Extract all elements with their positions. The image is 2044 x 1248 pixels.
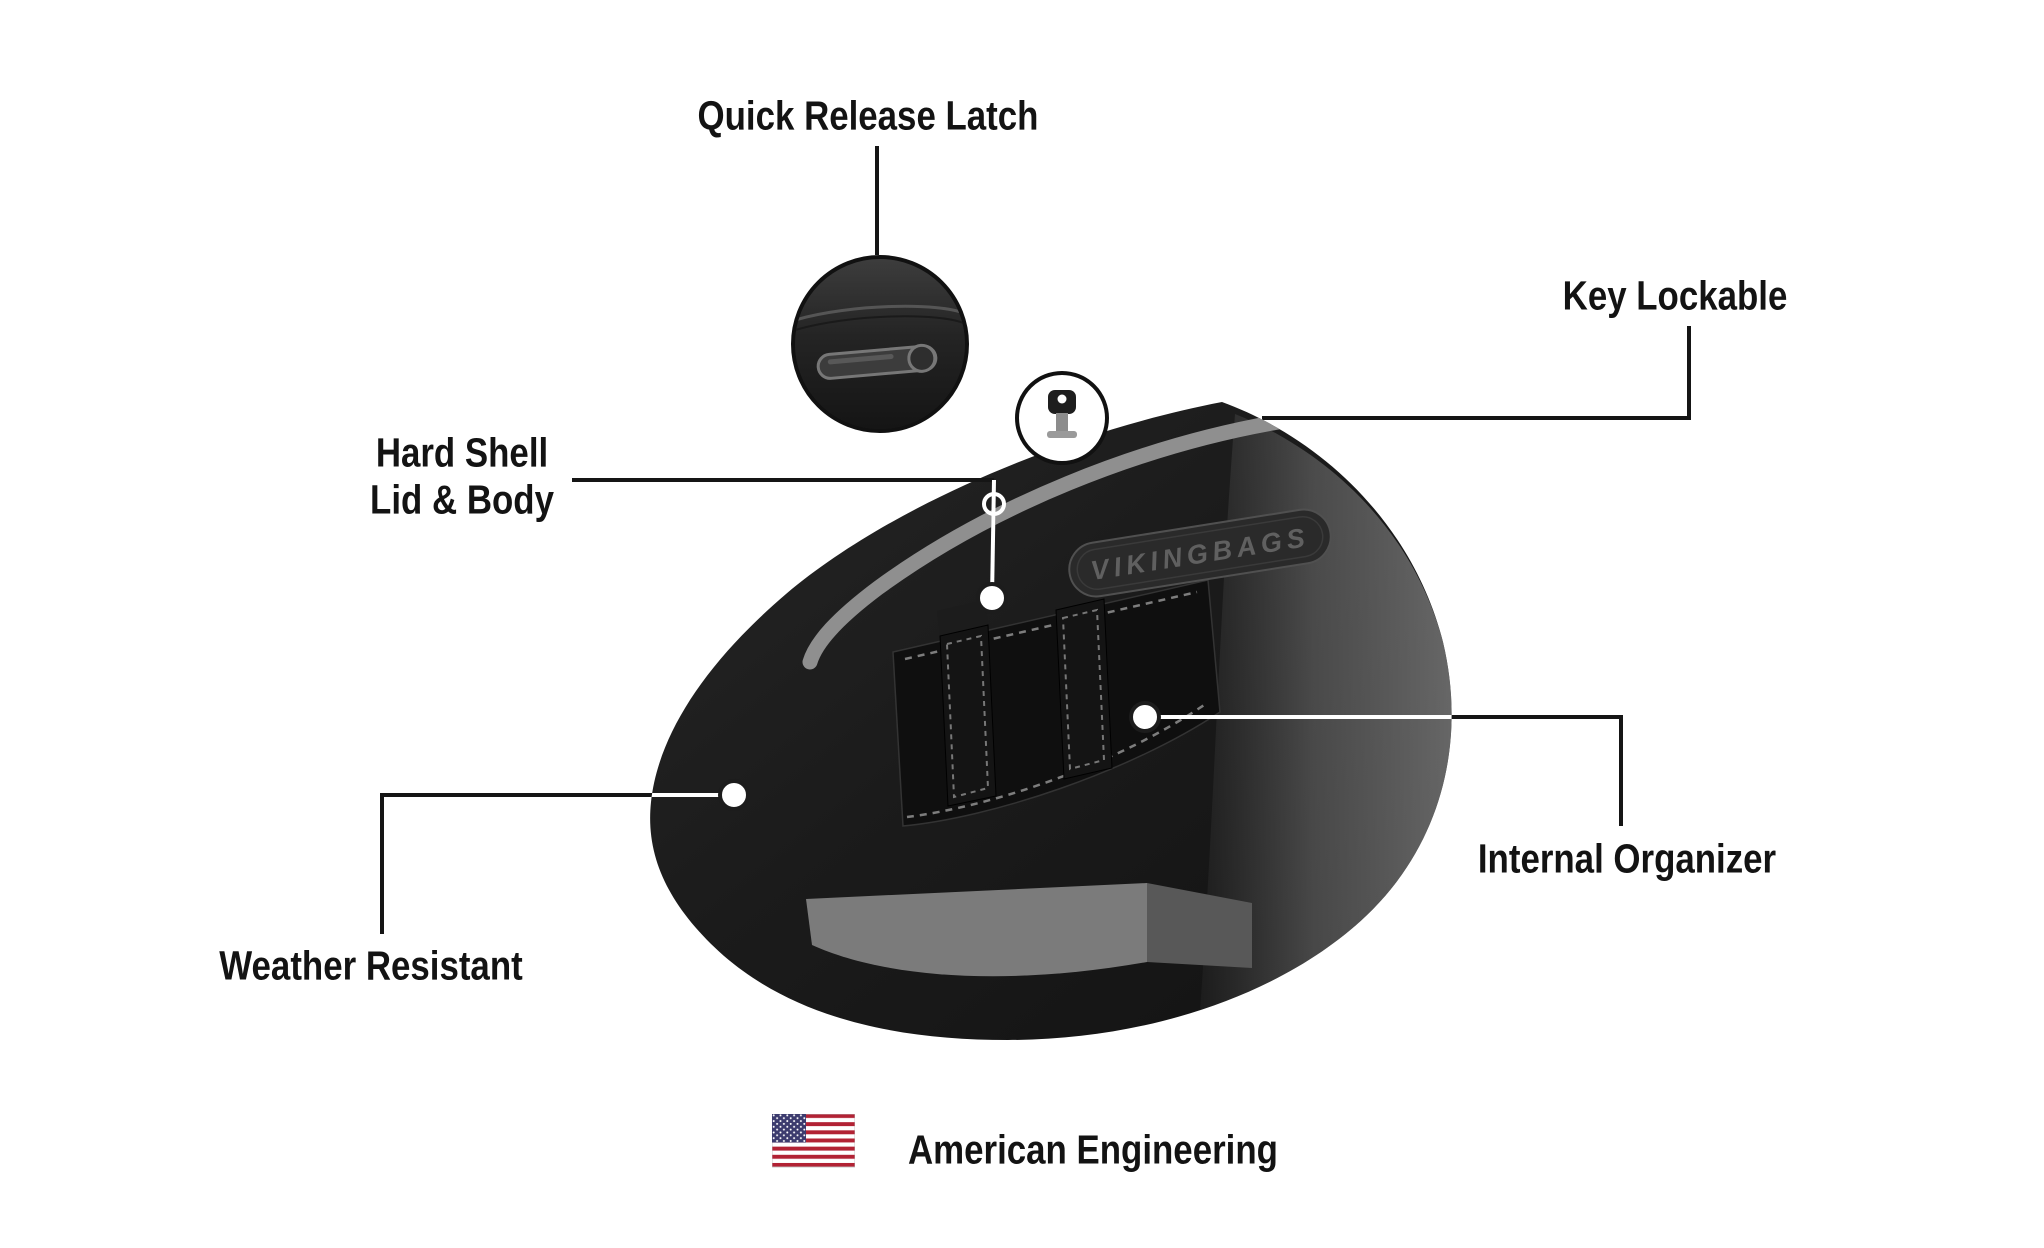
- callout-dot-internal-organizer: [1129, 701, 1161, 733]
- callout-dot-hard-shell: [976, 582, 1008, 614]
- label-hard-shell-line2: Lid & Body: [370, 476, 554, 522]
- label-weather-resistant: Weather Resistant: [219, 942, 523, 989]
- interior-bottom-band-dark: [1147, 883, 1252, 968]
- label-hard-shell: Hard Shell Lid & Body: [370, 429, 554, 522]
- interior-bottom-band: [806, 883, 1147, 977]
- organizer-stitching: [904, 590, 1208, 819]
- key-icon: [1047, 390, 1077, 438]
- callout-dots: [718, 492, 1161, 811]
- label-american-engineering: American Engineering: [908, 1126, 1278, 1173]
- latch-detail-inset: [791, 255, 969, 433]
- callout-ring-hard-shell: [982, 492, 1006, 516]
- callout-line-weather-resistant: [380, 793, 727, 934]
- internal-organizer-pockets: [892, 574, 1221, 827]
- organizer-strap: [937, 600, 997, 807]
- label-quick-release-latch: Quick Release Latch: [697, 92, 1039, 139]
- callout-line-key-lockable: [1262, 326, 1691, 420]
- label-key-lockable: Key Lockable: [1562, 272, 1788, 319]
- label-hard-shell-line1: Hard Shell: [375, 429, 549, 476]
- latch-lever-icon: [816, 343, 938, 380]
- label-internal-organizer: Internal Organizer: [1477, 835, 1777, 882]
- rim-accent-stripe: [802, 414, 1286, 670]
- us-flag-icon: [772, 1114, 855, 1168]
- saddlebag-illustration: VIKINGBAGS: [650, 402, 1452, 1040]
- callout-dot-weather-resistant: [718, 779, 750, 811]
- key-lock-badge: [1015, 371, 1109, 465]
